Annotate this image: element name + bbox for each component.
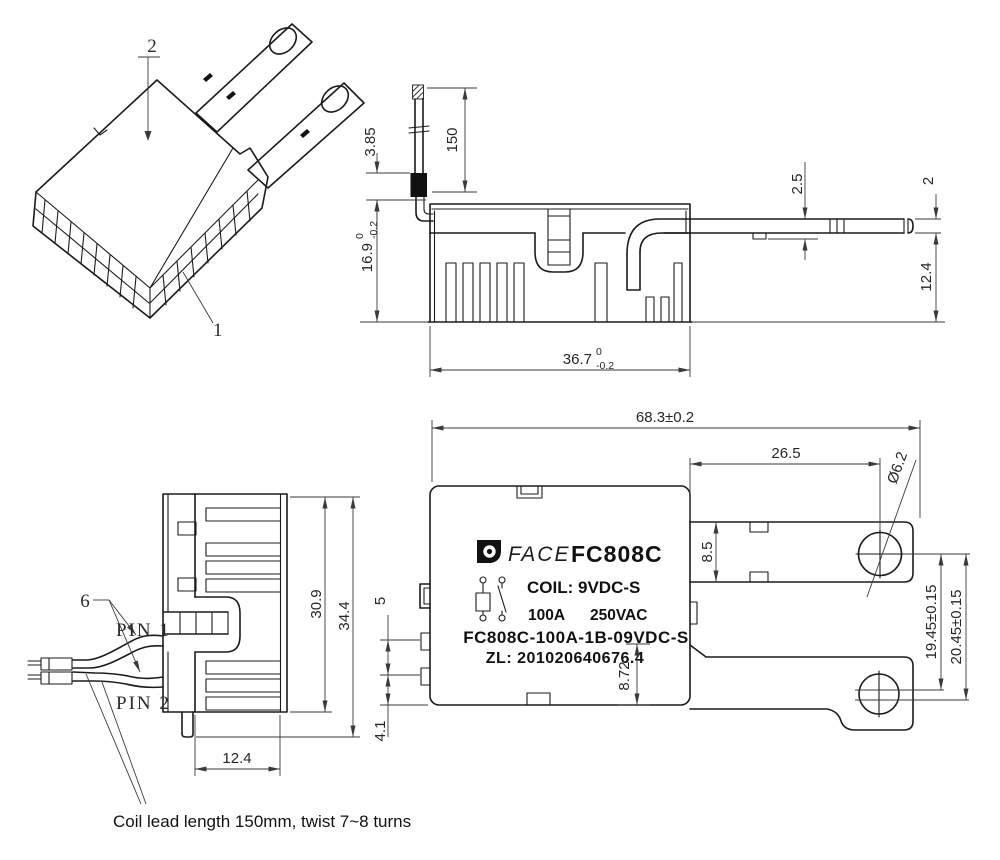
top-view-dimensions: 68.3±0.2 26.5 Ø6.2 8.5 19.45±0.15 20.45±… [372, 409, 970, 741]
dim-body-height: 16.9 [359, 243, 376, 272]
coil-value: 9VDC-S [578, 578, 640, 597]
note-coil-lead: Coil lead length 150mm, twist 7~8 turns [113, 812, 411, 831]
dim-tab-offset: 4.1 [372, 721, 389, 742]
side-terminal-blade [626, 218, 914, 291]
voltage-rating: 250VAC [590, 607, 647, 624]
coil-symbol-icon [475, 576, 491, 622]
iso-teeth-right [149, 190, 259, 306]
dim-blade-thickness: 2 [920, 177, 937, 185]
isometric-view: 2 1 [32, 23, 365, 341]
dim-hole-diameter: Ø6.2 [884, 450, 911, 486]
dim-inner-height: 30.9 [308, 589, 325, 618]
top-blade-upper [689, 521, 914, 583]
dim-total-height: 34.4 [336, 601, 353, 630]
pin2-label: PIN 2 [116, 693, 171, 714]
brand-text: FACE [508, 543, 570, 566]
coil-label: COIL: [527, 578, 573, 597]
dim-body-height-tol-lower: -0.2 [368, 221, 380, 239]
side-view: 3.85 150 16.9 0 -0.2 36.7 0 -0.2 2.5 [354, 84, 945, 377]
twisted-band [410, 173, 427, 197]
dim-total-length: 68.3±0.2 [636, 409, 694, 426]
front-view-dimensions: 30.9 34.4 12.4 [194, 496, 360, 776]
face-logo [477, 540, 501, 563]
dim-hole-spacing-1: 19.45±0.15 [923, 585, 940, 660]
dim-body-width-tol-lower: -0.2 [596, 360, 614, 372]
iso-blade-2 [247, 82, 365, 189]
dim-blade-width: 8.5 [699, 542, 716, 563]
dim-body-width: 36.7 [563, 351, 592, 368]
dim-lead-length: 150 [444, 127, 461, 152]
dim-blade-length: 26.5 [771, 445, 800, 462]
dim-tab-spacing: 5 [372, 597, 389, 605]
front-coil-wires [27, 634, 164, 689]
contact-symbol-icon [497, 576, 507, 622]
serial-number: ZL: 201020640676.4 [486, 650, 644, 667]
top-view: FACE FC808C COIL: 9VDC-S 100A 250VAC FC8… [372, 409, 970, 741]
top-blade-lower [689, 644, 914, 731]
front-coil-channel [162, 596, 241, 653]
relay-label: FACE FC808C COIL: 9VDC-S 100A 250VAC FC8… [463, 540, 688, 667]
dim-bottom-blade-offset: 8.72 [616, 661, 633, 690]
dim-body-width-tol-upper: 0 [596, 346, 602, 358]
model-text: FC808C [571, 541, 663, 567]
dim-front-width: 12.4 [222, 750, 251, 767]
dim-hole-spacing-2: 20.45±0.15 [948, 590, 965, 665]
side-coil-lead-wire [408, 84, 434, 222]
dim-blade-height: 12.4 [918, 262, 935, 291]
front-view: 6 PIN 1 PIN 2 Coil lead length 150mm, tw… [27, 493, 411, 831]
front-comb-teeth [205, 507, 281, 711]
side-view-dimensions: 3.85 150 16.9 0 -0.2 36.7 0 -0.2 2.5 [354, 87, 945, 377]
callout-base: 1 [213, 320, 225, 341]
callout-leads: 6 [80, 591, 92, 612]
side-comb-teeth [445, 262, 683, 323]
part-number: FC808C-100A-1B-09VDC-S [463, 628, 688, 647]
callout-cover: 2 [147, 36, 159, 57]
pin1-label: PIN 1 [116, 620, 171, 641]
iso-blade-1 [195, 23, 313, 133]
dim-body-height-tol-upper: 0 [354, 233, 366, 239]
current-rating: 100A [528, 607, 565, 624]
dim-blade-step: 2.5 [789, 174, 806, 195]
iso-teeth-left [35, 199, 150, 309]
dim-band-height: 3.85 [362, 127, 379, 156]
side-center-channel [534, 208, 584, 273]
